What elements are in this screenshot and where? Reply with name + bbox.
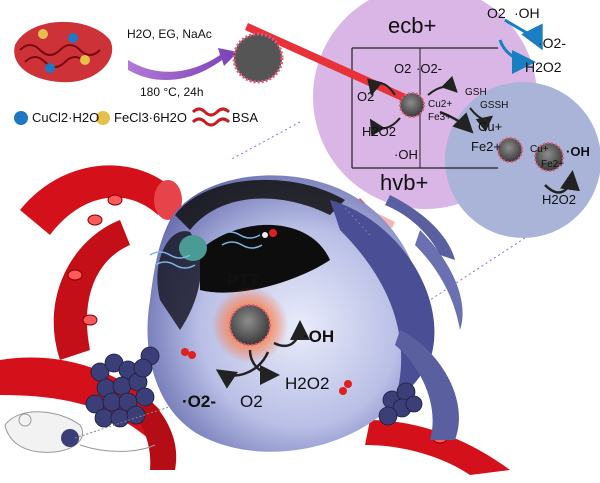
fenton-cu-plus: Cu+ (478, 119, 503, 134)
tr-h2o2: H2O2 (525, 59, 562, 75)
cell-o2: O2 (240, 392, 263, 411)
np-cluster-left (85, 346, 160, 428)
tr-o2: O2 (487, 5, 506, 21)
tr-o2-radical: ·O2- (538, 35, 566, 51)
cell-o2-radical: ·O2- (182, 392, 216, 411)
cucl2-icon (14, 111, 28, 125)
band-cu2: Cu2+ (428, 99, 453, 110)
fenton-gssh: GSSH (480, 100, 509, 111)
band-o2-radical: ·O2- (416, 61, 442, 76)
nanoparticle-main (229, 304, 271, 346)
fenton-panel (445, 82, 600, 238)
blood-vessel (20, 165, 175, 235)
fenton-cu-plus-right: Cu+ (530, 144, 549, 155)
fenton-oh: ·OH (566, 144, 590, 159)
bsa-protein-cluster (14, 21, 113, 83)
bsa-icon (191, 107, 231, 117)
cell-oh: ·OH (303, 327, 335, 346)
fenton-h2o2: H2O2 (542, 192, 576, 207)
fenton-gsh: GSH (465, 87, 487, 98)
band-o2-top: O2 (394, 61, 412, 76)
fecl3-icon (96, 111, 110, 125)
legend-cucl2: CuCl2·H2O (32, 110, 100, 125)
legend-bsa: BSA (232, 110, 259, 125)
tr-oh: ·OH (514, 5, 540, 21)
nanoparticle-product (232, 32, 284, 84)
nucleus-particle (179, 235, 207, 261)
band-o2-left: O2 (357, 89, 375, 104)
band-oh: ·OH (394, 147, 418, 162)
band-fe3: Fe3+ (428, 112, 452, 123)
hvb-label: hvb+ (380, 170, 429, 195)
fenton-fe2-plus: Fe2+ (471, 139, 501, 154)
ecb-label: ecb+ (388, 13, 437, 38)
ptt-label: PTT (227, 271, 260, 290)
synthesis-conditions: 180 °C, 24h (140, 85, 204, 99)
fenton-fe2-plus-right: Fe2+ (541, 159, 565, 170)
band-h2o2: H2O2 (362, 124, 396, 139)
np-cluster-right (378, 382, 423, 426)
synthesis-arrow (128, 48, 238, 81)
cell-h2o2: H2O2 (285, 374, 330, 393)
legend-fecl3: FeCl3·6H2O (114, 110, 187, 125)
synthesis-reagents: H2O, EG, NaAc (127, 27, 212, 41)
